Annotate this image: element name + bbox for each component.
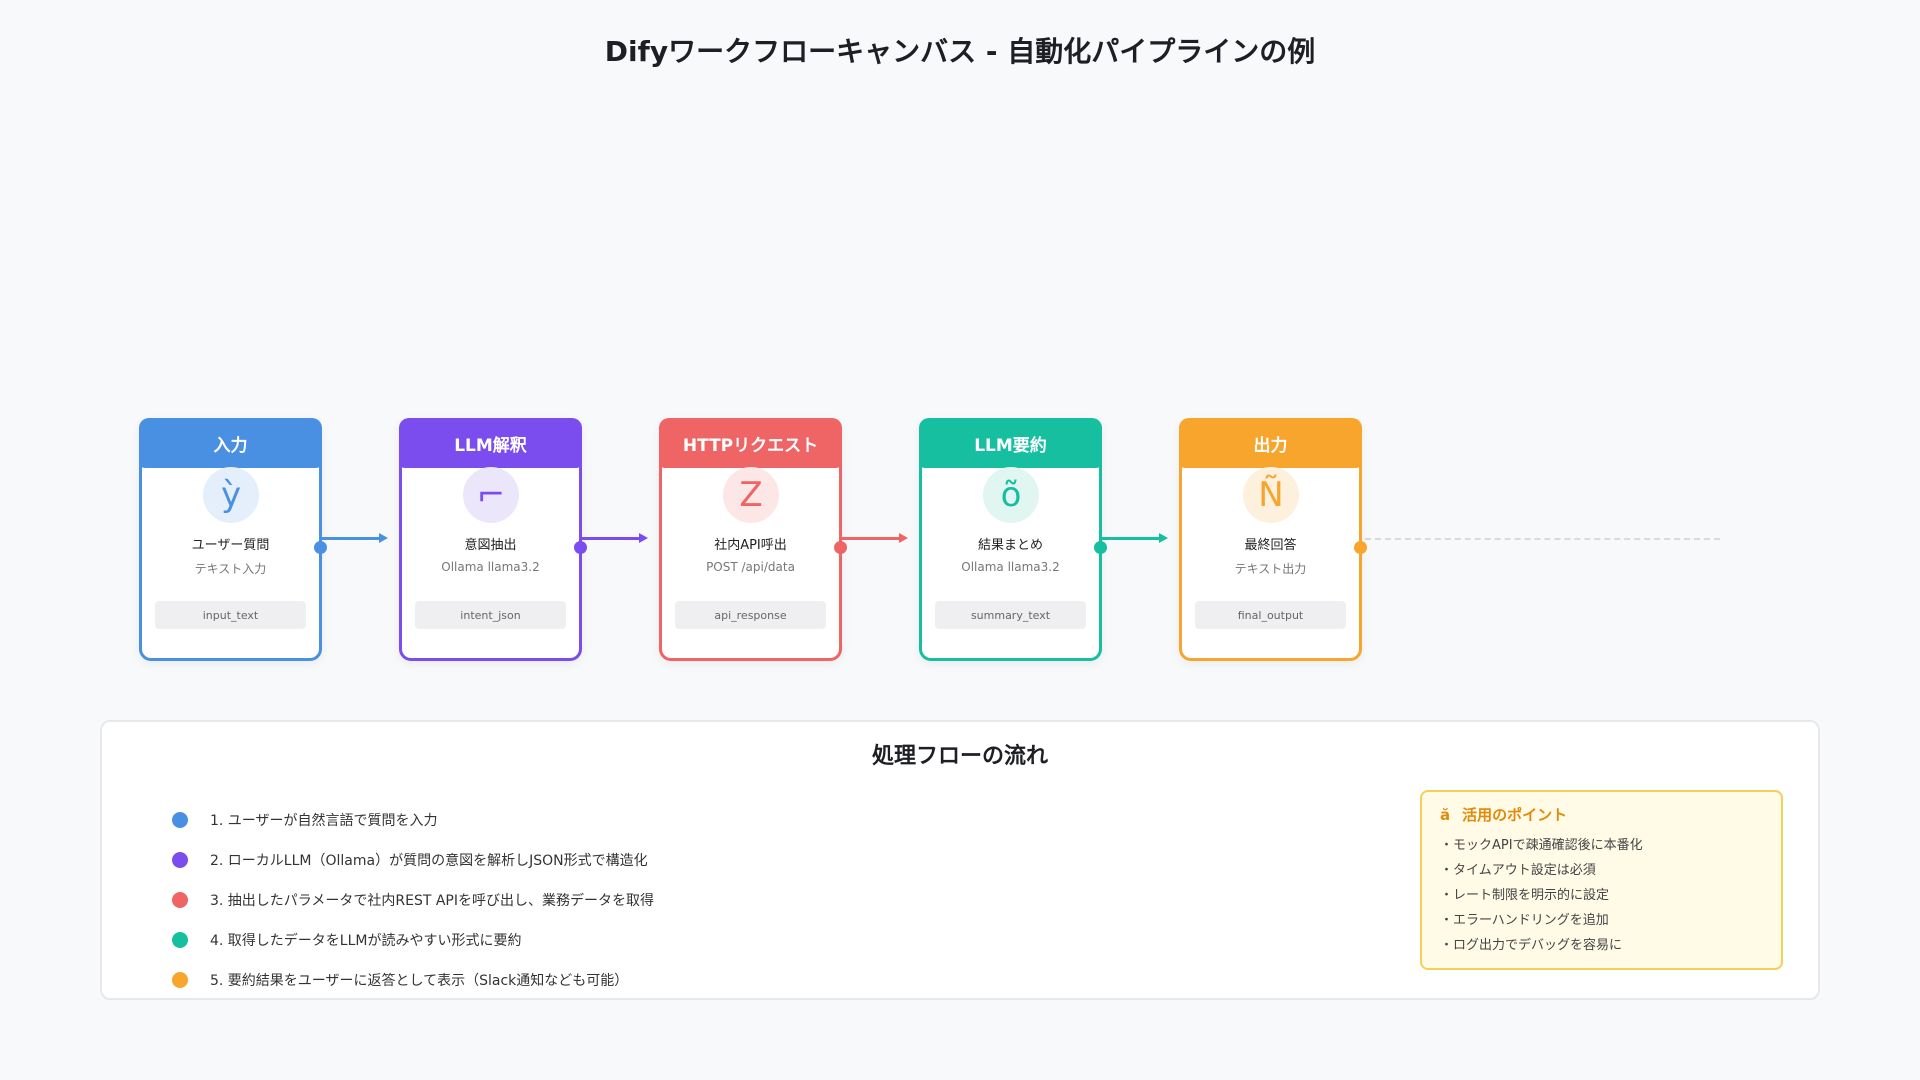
tips-box: ă 活用のポイント ・モックAPIで疎通確認後に本番化・タイムアウト設定は必須・… [1420, 790, 1783, 970]
step-item: 5. 要約結果をユーザーに返答として表示（Slack通知なども可能） [172, 960, 654, 1000]
node-variable: final_output [1195, 601, 1346, 629]
step-text: 2. ローカルLLM（Ollama）が質問の意図を解析しJSON形式で構造化 [210, 853, 648, 869]
step-item: 2. ローカルLLM（Ollama）が質問の意図を解析しJSON形式で構造化 [172, 840, 654, 880]
step-item: 3. 抽出したパラメータで社内REST APIを呼び出し、業務データを取得 [172, 880, 654, 920]
workflow-node[interactable]: 出力 Ñ 最終回答 テキスト出力 final_output [1179, 418, 1367, 661]
node-variable: api_response [675, 601, 826, 629]
step-text: 5. 要約結果をユーザーに返答として表示（Slack通知なども可能） [210, 973, 629, 989]
panel-title: 処理フローの流れ [871, 744, 1048, 769]
output-port[interactable] [574, 541, 587, 554]
node-header: 出力 [1179, 418, 1362, 468]
tip-item: ・タイムアウト設定は必須 [1440, 863, 1596, 878]
connector-arrow [322, 533, 388, 543]
arrow-head-icon [639, 533, 648, 543]
node-subtitle: テキスト入力 [194, 562, 267, 576]
step-dot-icon [172, 972, 188, 988]
step-text: 1. ユーザーが自然言語で質問を入力 [210, 813, 438, 829]
node-variable: intent_json [415, 601, 566, 629]
node-name: 社内API呼出 [714, 538, 787, 553]
node-header: LLM要約 [919, 418, 1102, 468]
flow-description-panel: 処理フローの流れ 1. ユーザーが自然言語で質問を入力 2. ローカルLLM（Ol… [100, 720, 1820, 1000]
node-name: 意図抽出 [464, 538, 517, 553]
tip-item: ・エラーハンドリングを追加 [1440, 913, 1609, 928]
step-text: 3. 抽出したパラメータで社内REST APIを呼び出し、業務データを取得 [210, 893, 654, 909]
node-subtitle: Ollama llama3.2 [441, 560, 540, 574]
node-name: 最終回答 [1244, 538, 1297, 553]
node-header: 入力 [139, 418, 322, 468]
node-variable: summary_text [935, 601, 1086, 629]
step-list: 1. ユーザーが自然言語で質問を入力 2. ローカルLLM（Ollama）が質問の… [172, 800, 654, 1000]
step-item: 4. 取得したデータをLLMが読みやすい形式に要約 [172, 920, 654, 960]
arrow-head-icon [899, 533, 908, 543]
step-text: 4. 取得したデータをLLMが読みやすい形式に要約 [210, 933, 522, 949]
node-subtitle: POST /api/data [706, 560, 795, 574]
node-subtitle: Ollama llama3.2 [961, 560, 1060, 574]
workflow-node[interactable]: LLM要約 õ 結果まとめ Ollama llama3.2 summary_te… [919, 418, 1107, 661]
node-name: 結果まとめ [977, 538, 1043, 553]
output-port[interactable] [834, 541, 847, 554]
tip-item: ・モックAPIで疎通確認後に本番化 [1440, 838, 1643, 853]
input-icon: ỳ [203, 467, 259, 523]
connector-arrow [582, 533, 648, 543]
step-dot-icon [172, 852, 188, 868]
tips-title-row: ă 活用のポイント [1440, 804, 1763, 825]
workflow-canvas: 入力 ỳ ユーザー質問 テキスト入力 input_text LLM解釈 ⌐ 意図… [0, 410, 1920, 670]
output-port[interactable] [314, 541, 327, 554]
workflow-node[interactable]: 入力 ỳ ユーザー質問 テキスト入力 input_text [139, 418, 327, 661]
node-header: HTTPリクエスト [659, 418, 842, 468]
arrow-head-icon [1159, 533, 1168, 543]
connector-arrow [1102, 533, 1168, 543]
step-dot-icon [172, 932, 188, 948]
node-subtitle: テキスト出力 [1234, 562, 1307, 576]
tip-item: ・レート制限を明示的に設定 [1440, 888, 1610, 903]
workflow-node[interactable]: LLM解釈 ⌐ 意図抽出 Ollama llama3.2 intent_json [399, 418, 587, 661]
node-name: ユーザー質問 [191, 538, 270, 553]
step-dot-icon [172, 812, 188, 828]
lightbulb-icon: ă [1440, 805, 1451, 824]
summary-icon: õ [983, 467, 1039, 523]
tips-title: 活用のポイント [1462, 806, 1568, 824]
arrow-head-icon [379, 533, 388, 543]
page-title: Difyワークフローキャンバス - 自動化パイプラインの例 [604, 35, 1316, 68]
flow-end-line [1365, 538, 1720, 540]
step-dot-icon [172, 892, 188, 908]
node-header: LLM解釈 [399, 418, 582, 468]
llm-icon: ⌐ [463, 467, 519, 523]
tip-item: ・ログ出力でデバッグを容易に [1440, 938, 1623, 953]
node-variable: input_text [155, 601, 306, 629]
connector-arrow [842, 533, 908, 543]
http-icon: Z [723, 467, 779, 523]
workflow-node[interactable]: HTTPリクエスト Z 社内API呼出 POST /api/data api_r… [659, 418, 847, 661]
step-item: 1. ユーザーが自然言語で質問を入力 [172, 800, 654, 840]
output-port[interactable] [1354, 541, 1367, 554]
output-icon: Ñ [1243, 467, 1299, 523]
output-port[interactable] [1094, 541, 1107, 554]
